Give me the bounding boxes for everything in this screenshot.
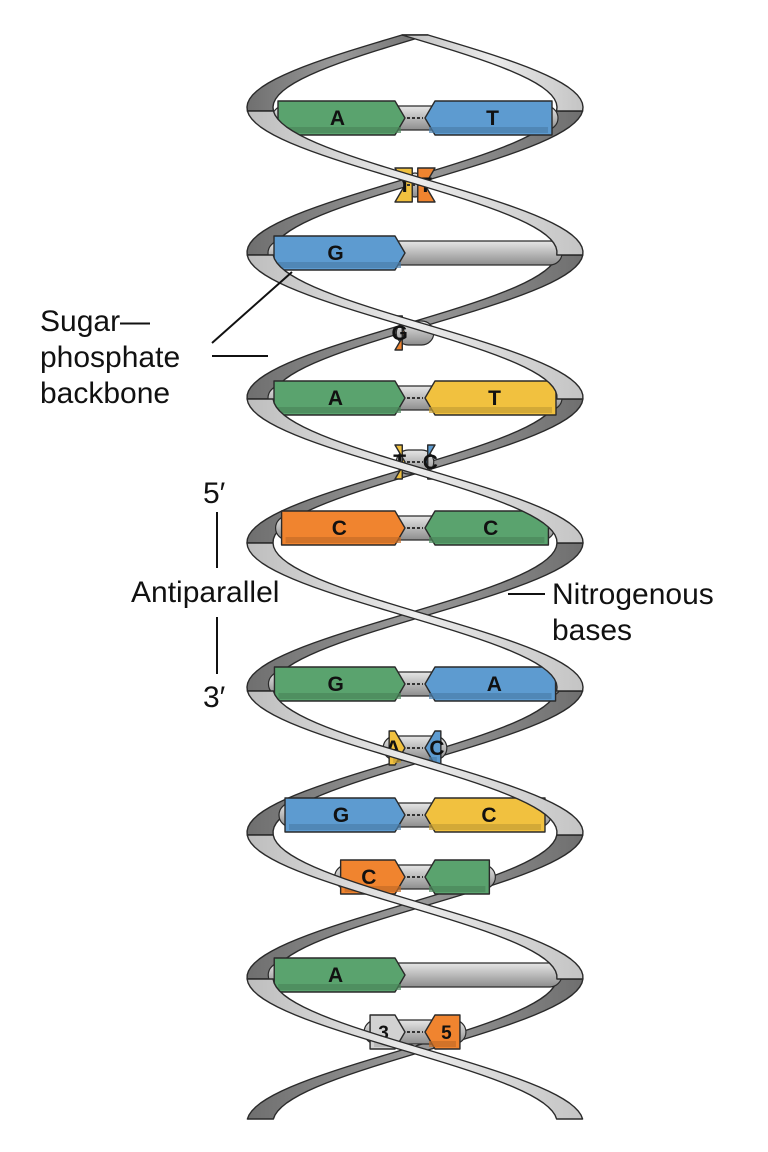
base-block (284, 797, 406, 833)
strand-b-front-segment (246, 978, 584, 1120)
base-block-shadow (393, 757, 401, 763)
base-letter: C (423, 451, 438, 474)
base-pair-row: G (267, 235, 563, 271)
base-pair-row: C (334, 859, 496, 895)
base-block-shadow (278, 693, 401, 699)
base-block-shadow (278, 262, 401, 268)
base-letter: A (487, 673, 502, 696)
base-letter: A (328, 387, 343, 410)
strand-b-front-segment (246, 110, 584, 256)
strand-a-front-segment (246, 254, 584, 400)
base-block-shadow (429, 537, 545, 543)
base-block (424, 666, 557, 702)
base-block-shadow (278, 984, 401, 990)
base-letter: G (328, 673, 344, 696)
base-block-shadow (289, 824, 401, 830)
base-letter: G (391, 322, 407, 345)
strand-a-front-segment (246, 834, 584, 980)
base-block-shadow (281, 127, 401, 133)
bases-label-line1: Nitrogenous (552, 578, 714, 611)
bases-label-line2: bases (552, 614, 633, 647)
label-leader-lines (211, 271, 545, 674)
base-block-shadow (429, 407, 552, 413)
backbone-label-line3: backbone (40, 377, 171, 410)
base-block-shadow (429, 693, 552, 699)
base-letter: 3 (378, 1023, 389, 1044)
base-letter: 5 (441, 1023, 452, 1044)
three-prime-label: 3′ (203, 681, 226, 714)
strand-a-front-segment (246, 542, 584, 692)
base-letter: A (328, 964, 343, 987)
strand-b-front-segment (246, 398, 584, 544)
base-block (424, 859, 491, 895)
backbone-label: Sugar— phosphate backbone (40, 304, 180, 412)
backbone-label-line2: phosphate (40, 341, 181, 374)
base-letter: A (330, 107, 345, 130)
strand-b-front-segment (246, 690, 584, 836)
five-prime-label: 5′ (203, 477, 226, 510)
base-block-shadow (278, 407, 401, 413)
base-block-shadow (429, 824, 541, 830)
strand-b-back-segment (246, 34, 429, 112)
base-block (424, 100, 553, 136)
base-block (424, 380, 557, 416)
base-block (280, 510, 406, 546)
base-letter: G (327, 242, 343, 265)
base-pair-row: A (267, 957, 563, 993)
backbone-leader-upper (211, 271, 293, 344)
base-letter: C (361, 866, 376, 889)
base-letter: C (429, 737, 444, 760)
base-letter: C (483, 517, 498, 540)
base-block (424, 1014, 461, 1050)
base-letter: G (333, 804, 349, 827)
base-block-shadow (429, 757, 437, 763)
backbone-label-line1: Sugar— (40, 305, 151, 338)
base-block-shadow (429, 127, 549, 133)
base-letter: T (488, 387, 501, 410)
base-letter: T (486, 107, 499, 130)
base-block-shadow (285, 537, 401, 543)
base-block-shadow (429, 886, 486, 892)
base-letter: C (332, 517, 347, 540)
base-block-shadow (429, 1041, 456, 1047)
base-pairs: ATTTGGATTCCCGAACGCCA35 (267, 100, 563, 1050)
nitrogenous-bases-label: Nitrogenous bases (552, 577, 714, 649)
backbone-front-strands (246, 34, 584, 1120)
strand-a-front-segment (401, 34, 584, 112)
base-letter: C (481, 804, 496, 827)
antiparallel-label: Antiparallel (131, 576, 280, 609)
